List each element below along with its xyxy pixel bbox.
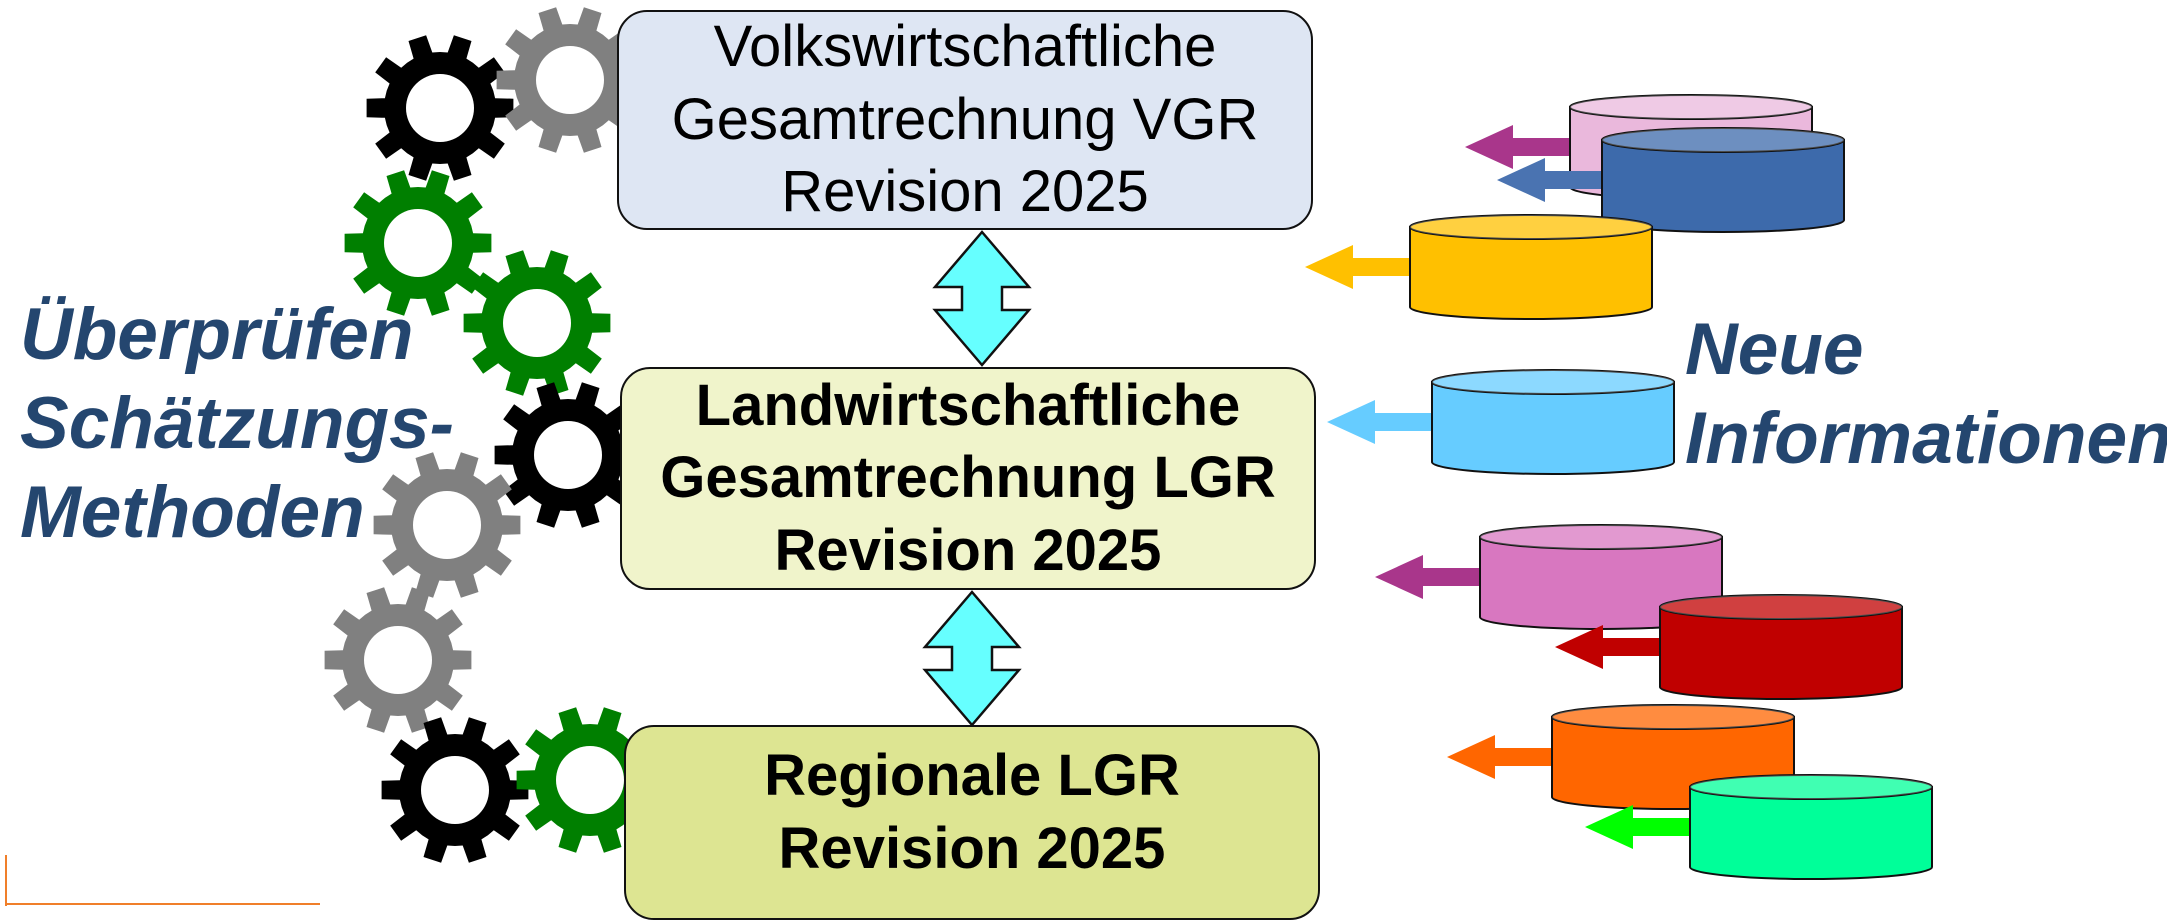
arrow-icon: [1375, 555, 1482, 599]
label-new-information: Neue Informationen: [1685, 305, 2167, 483]
arrow-icon: [1327, 400, 1434, 444]
gear-icon: [324, 587, 472, 733]
box-regional-lgr: Regionale LGR Revision 2025: [624, 725, 1320, 920]
box-regional-line-1: Regionale LGR: [764, 743, 1180, 808]
corner-decoration: [5, 855, 320, 906]
label-check-methods: Überprüfen Schätzungs- Methoden: [20, 290, 454, 557]
box-vgr: Volkswirtschaftliche Gesamtrechnung VGR …: [617, 10, 1313, 230]
box-lgr: Landwirtschaftliche Gesamtrechnung LGR R…: [620, 367, 1316, 590]
arrow-icon: [1305, 245, 1412, 289]
box-lgr-line-2: Gesamtrechnung LGR: [660, 445, 1276, 511]
arrow-icon: [1497, 158, 1604, 202]
arrow-icon: [1555, 625, 1662, 669]
arrow-icon: [1585, 805, 1692, 849]
gear-icon: [373, 452, 521, 598]
source-mint-cylinder: [1585, 774, 1933, 880]
box-vgr-line-1: Volkswirtschaftliche: [713, 14, 1217, 80]
gear-icon: [344, 170, 492, 316]
source-orange-cylinder: [1447, 704, 1795, 810]
left-label-line-2: Schätzungs-: [20, 383, 454, 465]
box-vgr-line-3: Revision 2025: [781, 159, 1149, 225]
gear-icon: [463, 250, 611, 396]
source-blue-cylinder: [1497, 127, 1845, 233]
data-sources-group: [1305, 94, 1933, 880]
right-label-line-2: Informationen: [1685, 398, 2167, 480]
gear-icon: [494, 382, 642, 528]
box-regional-line-2: Revision 2025: [778, 815, 1166, 881]
double-arrow-vgr-lgr: [932, 230, 1032, 367]
box-vgr-line-2: Gesamtrechnung VGR: [671, 86, 1259, 152]
double-arrows-group: [922, 230, 1032, 727]
gear-icon: [381, 717, 529, 863]
arrow-icon: [1447, 735, 1554, 779]
source-lightblue-cylinder: [1327, 369, 1675, 475]
gear-icon: [496, 7, 644, 153]
gear-icon: [366, 35, 514, 181]
source-yellow-cylinder: [1305, 214, 1653, 320]
left-label-line-3: Methoden: [20, 472, 365, 554]
box-lgr-line-1: Landwirtschaftliche: [695, 372, 1241, 438]
gears-group: [324, 7, 664, 863]
box-lgr-line-3: Revision 2025: [774, 517, 1162, 583]
arrow-icon: [1465, 125, 1572, 169]
double-arrow-lgr-regional: [922, 590, 1022, 727]
right-label-line-1: Neue: [1685, 309, 1864, 390]
source-red-cylinder: [1555, 594, 1903, 700]
left-label-line-1: Überprüfen: [20, 294, 414, 375]
